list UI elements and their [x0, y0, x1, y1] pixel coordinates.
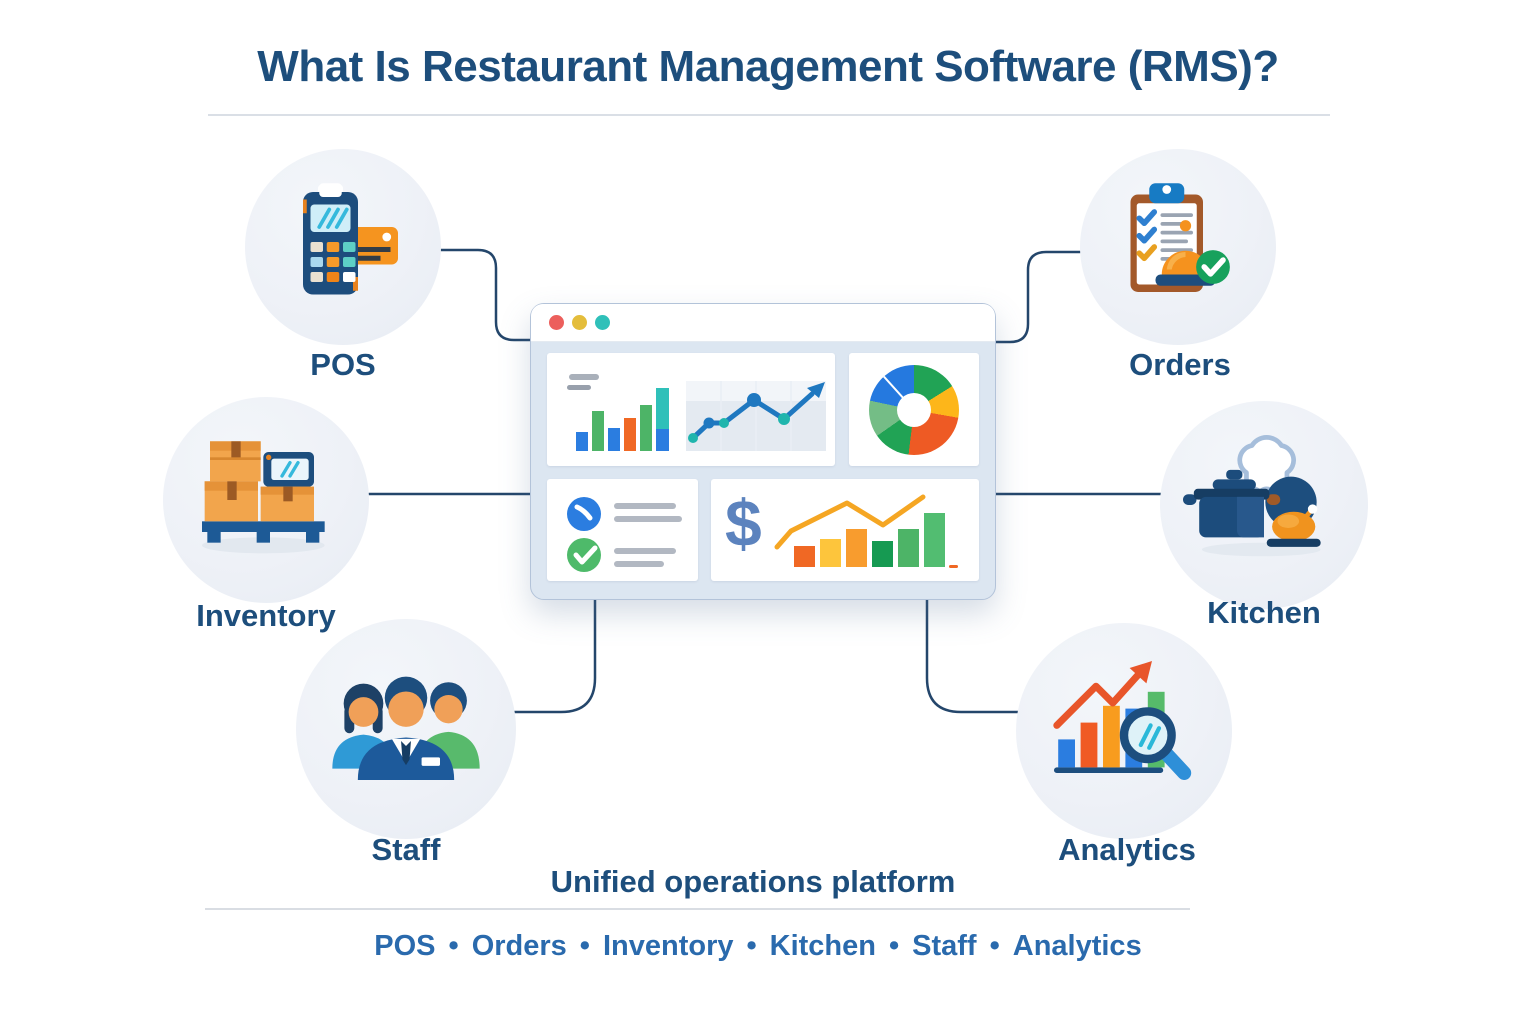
footer-tagline: Unified operations platform	[550, 864, 956, 899]
inventory-boxes-pallet-icon	[202, 441, 325, 554]
footer-feature-list: POS • Orders • Inventory • Kitchen • Staff • Analy…	[0, 930, 1516, 963]
traffic-light-yellow-icon	[572, 315, 587, 330]
window-titlebar	[531, 304, 995, 342]
node-inventory	[163, 397, 369, 603]
node-pos	[245, 149, 441, 345]
panel-status-list	[547, 479, 698, 581]
node-label-pos: POS	[310, 347, 376, 382]
dollar-sign-icon: $	[725, 486, 762, 560]
footer-feature-kitchen: Kitchen	[769, 930, 876, 962]
node-orders	[1080, 149, 1276, 345]
connector-staff	[512, 596, 597, 714]
connector-orders	[992, 250, 1082, 344]
traffic-light-teal-icon	[595, 315, 610, 330]
node-label-orders: Orders	[1129, 347, 1231, 382]
footer-divider	[205, 908, 1190, 910]
connector-pos	[439, 248, 532, 342]
bullet-separator: •	[746, 930, 757, 962]
traffic-light-red-icon	[549, 315, 564, 330]
panel-donut-chart	[849, 353, 979, 466]
kitchen-pot-chef-hat-icon	[1183, 435, 1321, 557]
footer-feature-staff: Staff	[912, 930, 977, 962]
footer-feature-analytics: Analytics	[1012, 930, 1142, 962]
footer-feature-pos: POS	[374, 930, 436, 962]
page-title: What Is Restaurant Management Software (…	[257, 42, 1279, 91]
node-label-analytics: Analytics	[1058, 832, 1196, 867]
panel-revenue-chart: $	[711, 479, 979, 581]
node-label-staff: Staff	[371, 832, 441, 867]
bullet-separator: •	[448, 930, 459, 962]
donut-chart-icon	[869, 365, 959, 455]
node-label-kitchen: Kitchen	[1207, 595, 1321, 630]
node-analytics	[1016, 623, 1232, 839]
panel-sales-charts	[547, 353, 835, 466]
header-divider	[208, 114, 1330, 116]
node-label-inventory: Inventory	[196, 598, 336, 633]
revenue-bars-icon	[774, 494, 958, 568]
pos-terminal-card-icon	[303, 183, 398, 295]
status-checklist-icon	[567, 497, 682, 572]
bar-and-line-chart-icon	[567, 374, 826, 451]
orders-clipboard-bell-icon	[1130, 183, 1230, 292]
connector-analytics	[925, 596, 1020, 714]
node-kitchen	[1160, 401, 1368, 609]
bullet-separator: •	[989, 930, 1000, 962]
bullet-separator: •	[888, 930, 900, 962]
node-staff	[296, 619, 516, 839]
dashboard-window: $	[530, 303, 996, 600]
analytics-bars-magnifier-icon	[1053, 661, 1192, 780]
bullet-separator: •	[579, 930, 590, 962]
footer-feature-inventory: Inventory	[602, 930, 734, 962]
footer-feature-orders: Orders	[471, 930, 567, 962]
staff-team-icon	[332, 676, 480, 780]
